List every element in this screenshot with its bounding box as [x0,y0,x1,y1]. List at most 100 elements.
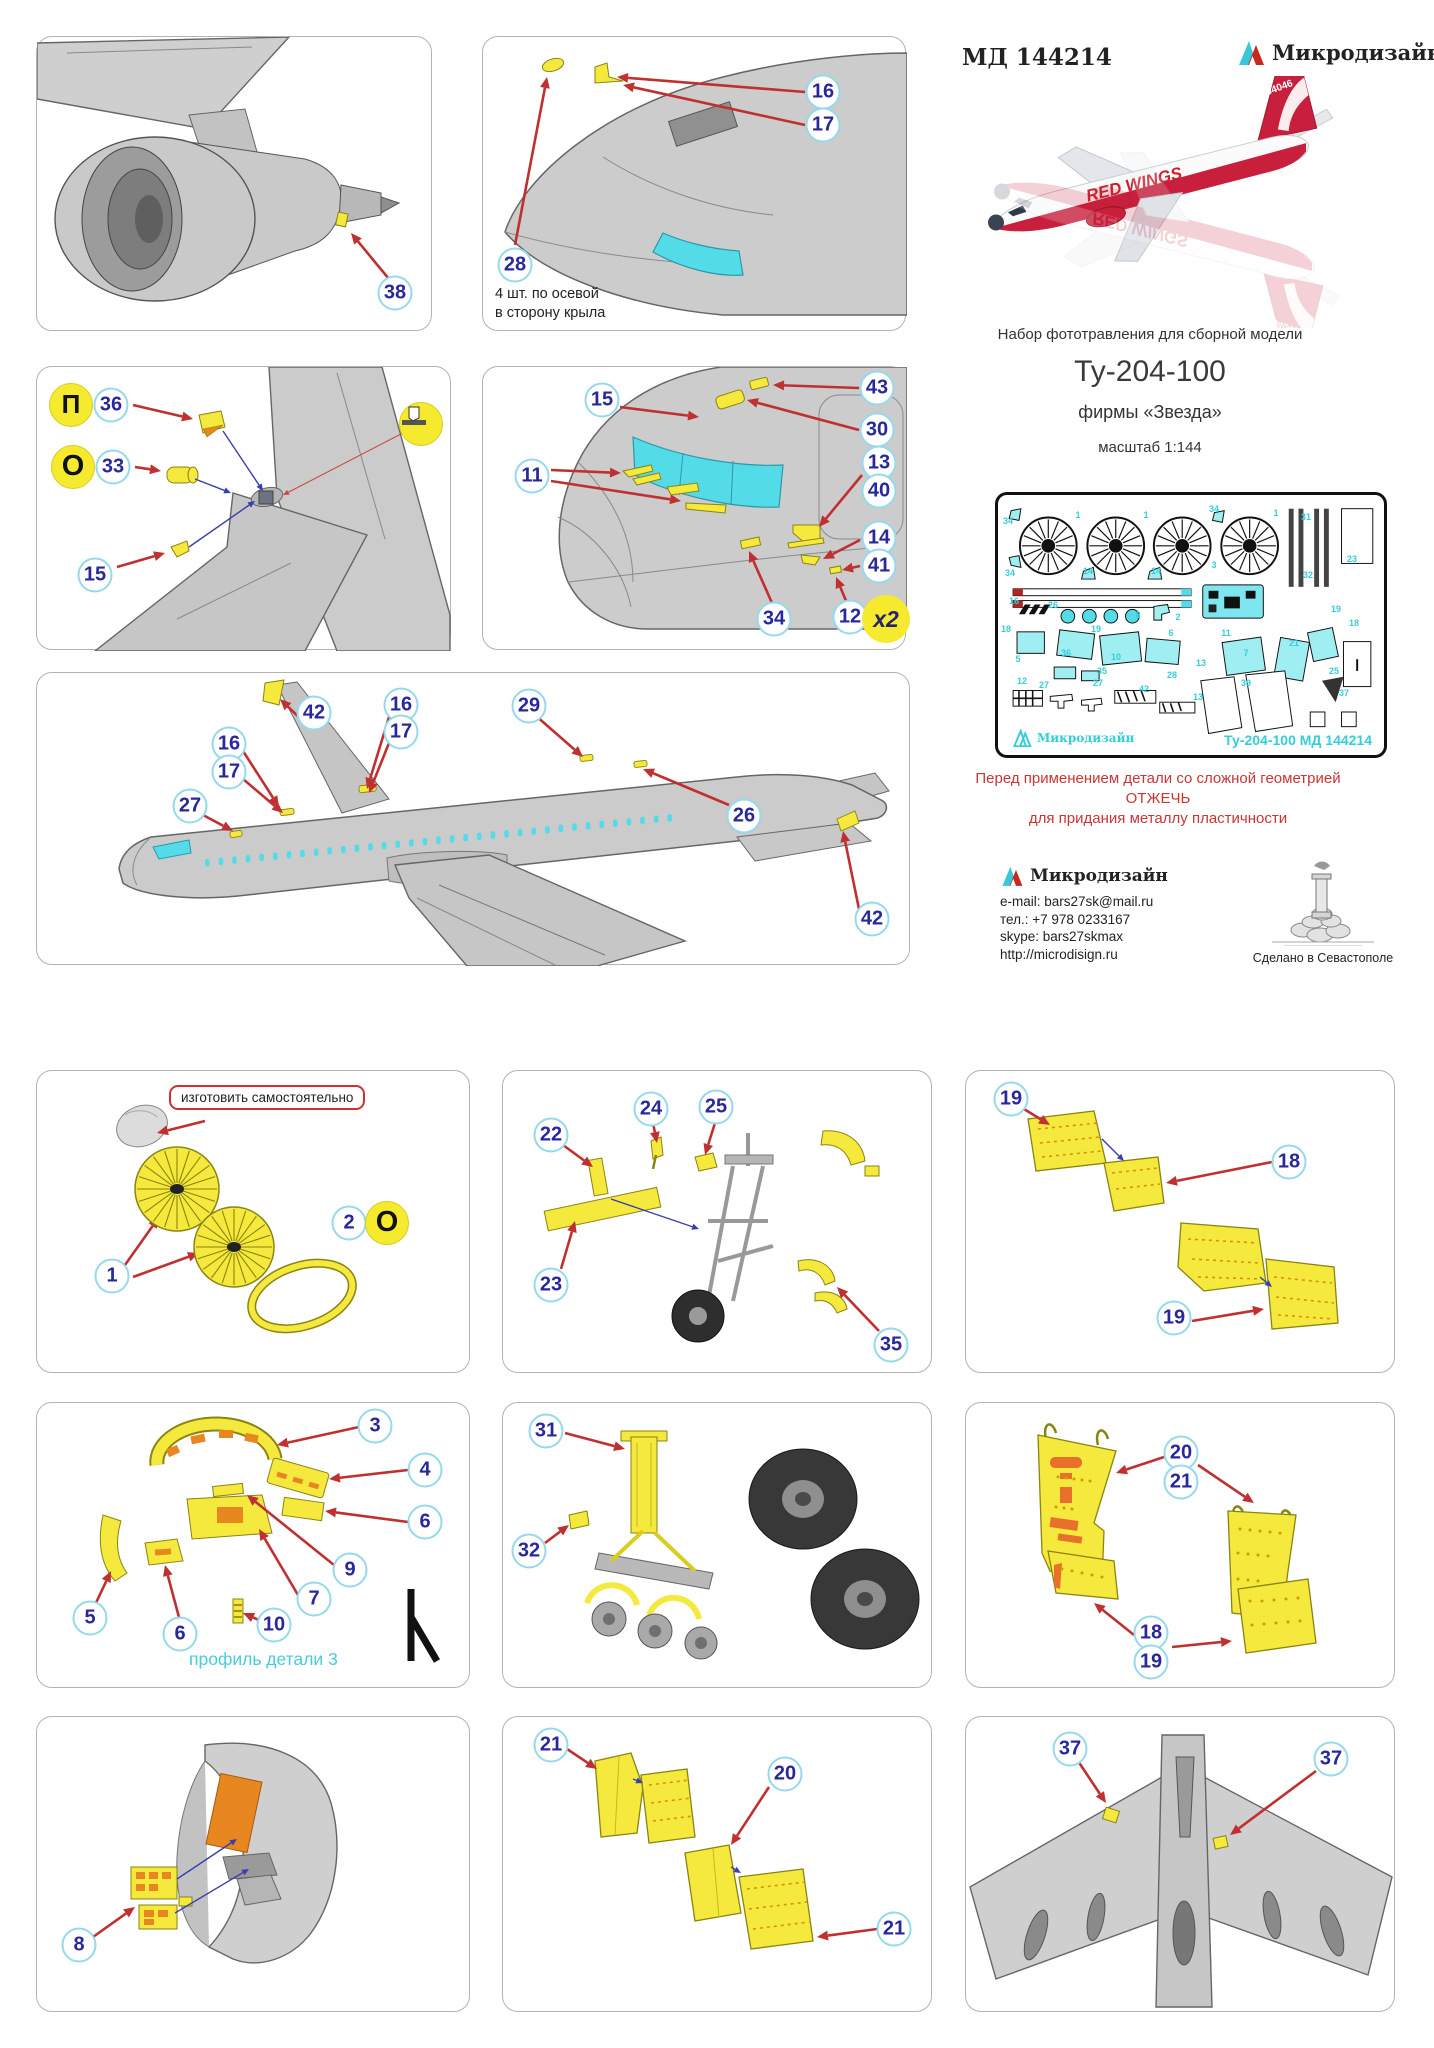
sevastopol-monument-icon [1272,861,1374,947]
callout-43: 43 [859,370,895,406]
title-block: Набор фототравления для сборной модели Т… [948,326,1352,456]
callout-19: 19 [993,1081,1029,1117]
callout-11: 11 [514,458,550,494]
fret-number-39: 39 [1240,678,1252,688]
callout-41: 41 [861,548,897,584]
callout-10: 10 [256,1607,292,1643]
fret-number-32: 32 [1302,570,1314,580]
fret-number-26: 26 [1047,600,1059,610]
brand-triangles-icon [1239,41,1264,65]
callout-24: 24 [633,1091,669,1127]
callout-31: 31 [528,1413,564,1449]
nose-note: 4 шт. по осевой в сторону крыла [495,285,605,323]
kit-scale: масштаб 1:144 [1098,439,1202,456]
fret-number-21: 21 [1288,638,1300,648]
callout-37: 37 [1313,1741,1349,1777]
callout-18: 18 [1271,1144,1307,1180]
fret-number-19: 19 [1090,624,1102,634]
boxart-photo: 64046 RED WINGS [950,65,1370,353]
tail-drawing [93,367,451,651]
callout-21: 21 [533,1727,569,1763]
fret-number-34: 34 [1208,504,1220,514]
callout-29: 29 [511,688,547,724]
contact-brand-name: Микродизайн [1030,865,1168,886]
contact-email: e-mail: bars27sk@mail.ru [1000,894,1154,909]
fan-parts-drawing [116,1104,357,1334]
fret-brand-triangles-icon [1012,729,1032,747]
callout-40: 40 [861,473,897,509]
warning-line2: ОТЖЕЧЬ [1125,790,1191,807]
callout-28: 28 [497,247,533,283]
callout-5: 5 [72,1600,108,1636]
brand-name-top: Микродизайн [1272,39,1434,65]
main-gear-drawing [544,1430,920,1660]
brand-logo-top: Микродизайн [1236,38,1434,66]
callout-34: 34 [756,601,792,637]
bend-part-icon [402,406,426,425]
callout-21: 21 [1163,1464,1199,1500]
callout-17: 17 [211,754,247,790]
callout-36: 36 [93,387,129,423]
callout-21: 21 [876,1911,912,1947]
nose-gear-drawing [543,1122,880,1343]
cockpit-drawing [550,367,907,630]
panel-gear-doors-a: 19 18 19 [965,1070,1395,1373]
fret-number-36: 36 [1060,648,1072,658]
redwings-plane-image: 64046 RED WINGS [974,65,1362,353]
callout-22: 22 [533,1117,569,1153]
fret-number-12: 12 [1016,676,1028,686]
fret-brand-name: Микродизайн [1037,731,1135,745]
callout-37: 37 [1052,1731,1088,1767]
callout-42: 42 [296,695,332,731]
nose-note-line1: 4 шт. по осевой [495,286,599,302]
callout-9: 9 [332,1552,368,1588]
callout-19: 19 [1133,1644,1169,1680]
fret-number-23: 23 [1346,554,1358,564]
fret-number-35: 35 [1096,666,1108,676]
bend-profile-icon [399,402,443,446]
nose-bay-drawing [92,1742,338,1964]
panel-wing-underside: 37 37 [965,1716,1395,2012]
fret-number-1: 1 [1075,510,1081,520]
callout-38: 38 [377,275,413,311]
fret-number-34: 34 [1002,516,1014,526]
callout-32: 32 [511,1533,547,1569]
contact-phone: тел.: +7 978 0233167 [1000,911,1131,927]
spinner-note-text: изготовить самостоятельно [181,1090,354,1105]
callout-17: 17 [805,107,841,143]
fret-number-28: 28 [1166,670,1178,680]
model-title: Ту-204-100 [1074,355,1226,388]
fret-number-25: 25 [1328,666,1340,676]
callout-8: 8 [61,1927,97,1963]
fret-number-1: 1 [1143,510,1149,520]
part-symbol-П: П [49,383,93,427]
gear-doors-a-drawing [1023,1107,1339,1330]
callout-2: 2 [331,1205,367,1241]
callout-19: 19 [1156,1300,1192,1336]
fret-label: Ту-204-100 МД 144214 [1224,732,1372,748]
fret-number-8: 8 [1135,610,1141,620]
callout-16: 16 [383,687,419,723]
nose-note-line2: в сторону крыла [495,305,606,321]
fret-number-27: 27 [1092,678,1104,688]
fret-number-27: 27 [1038,680,1050,690]
part-symbol-O: O [365,1201,409,1245]
fret-number-14: 14 [1082,566,1094,576]
fret-number-11: 11 [1221,628,1231,638]
fret-number-6: 6 [1168,628,1174,638]
callout-15: 15 [77,557,113,593]
fret-number-18: 18 [1000,624,1012,634]
fret-number-19: 19 [1330,604,1342,614]
callout-14: 14 [861,520,897,556]
profile-note-text: профиль детали 3 [189,1649,338,1669]
part-symbol-O: O [51,445,95,489]
callout-30: 30 [859,412,895,448]
callout-17: 17 [383,714,419,750]
